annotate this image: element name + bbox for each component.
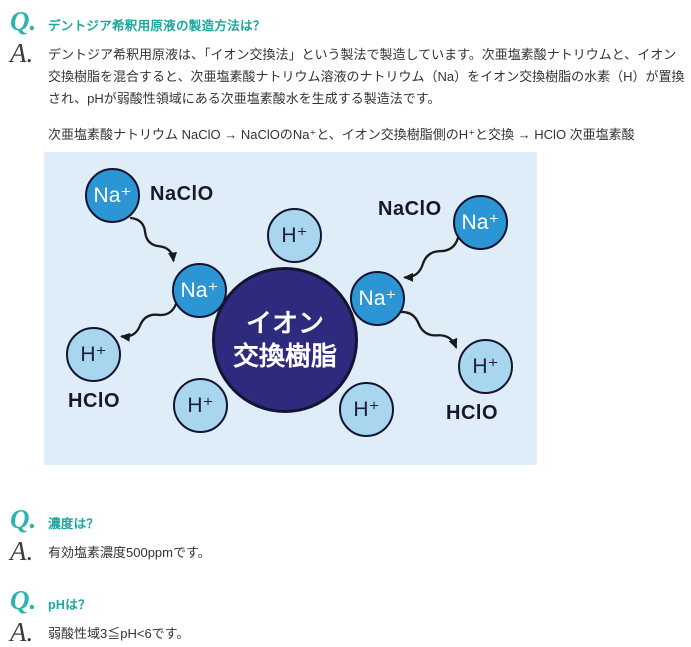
wavy-arrow-bottom-right-icon [398, 310, 458, 349]
formula-text: 次亜塩素酸ナトリウム NaClO → NaClOのNa⁺と、イオン交換樹脂側のH… [48, 127, 635, 142]
faq-item-ph: Q. pHは？ A. 弱酸性域3≦pH<6です。 [10, 585, 691, 647]
na-ion-circle-top-left: Na⁺ [85, 168, 140, 223]
a-marker: A. [10, 38, 34, 68]
answer-content: 有効塩素濃度500ppmです。 [48, 538, 688, 564]
answer-row: A. デントジア希釈用原液は、「イオン交換法」という製法で製造しています。次亜塩… [10, 40, 691, 465]
answer-content: デントジア希釈用原液は、「イオン交換法」という製法で製造しています。次亜塩素酸ナ… [44, 40, 688, 465]
faq-item-concentration: Q. 濃度は？ A. 有効塩素濃度500ppmです。 [10, 504, 691, 566]
answer-text: デントジア希釈用原液は、「イオン交換法」という製法で製造しています。次亜塩素酸ナ… [48, 47, 685, 106]
answer-text: 弱酸性域3≦pH<6です。 [48, 626, 190, 641]
answer-text: 有効塩素濃度500ppmです。 [48, 545, 211, 560]
naclo-label-right: NaClO [378, 198, 442, 220]
naclo-label-left: NaClO [150, 183, 214, 205]
na-ion-circle-mid-right: Na⁺ [350, 271, 405, 326]
wavy-arrow-top-right-icon [403, 236, 460, 282]
answer-row: A. 有効塩素濃度500ppmです。 [10, 536, 691, 566]
q-marker: Q. [10, 6, 37, 36]
question-row: Q. pHは？ [10, 585, 691, 615]
a-marker: A. [10, 617, 34, 647]
h-ion-circle-bottom-center-left: H⁺ [173, 378, 228, 433]
h-ion-circle-top: H⁺ [267, 208, 322, 263]
wavy-arrows-layer [120, 216, 460, 349]
h-ion-circle-bottom-right: H⁺ [458, 339, 513, 394]
ion-exchange-resin-circle: イオン 交換樹脂 [212, 267, 358, 413]
hclo-label-right: HClO [446, 402, 498, 424]
answer-content: 弱酸性域3≦pH<6です。 [48, 619, 688, 645]
a-marker: A. [10, 536, 34, 566]
resin-label-line1: イオン [245, 308, 324, 338]
hclo-label-left: HClO [68, 390, 120, 412]
q-marker: Q. [10, 504, 37, 534]
wavy-arrow-bottom-left-icon [120, 302, 178, 342]
q-marker: Q. [10, 585, 37, 615]
answer-row: A. 弱酸性域3≦pH<6です。 [10, 617, 691, 647]
wavy-arrow-top-left-icon [129, 216, 178, 263]
na-ion-circle-top-right: Na⁺ [453, 195, 508, 250]
question-text: 濃度は？ [48, 517, 100, 531]
ion-exchange-diagram: イオン 交換樹脂 Na⁺ Na⁺ Na⁺ Na⁺ H⁺ H⁺ H⁺ H⁺ H⁺ … [44, 152, 537, 465]
question-row: Q. デントジア希釈用原液の製造方法は？ [10, 6, 691, 36]
question-text: pHは？ [48, 598, 91, 612]
question-text: デントジア希釈用原液の製造方法は？ [48, 19, 266, 33]
question-row: Q. 濃度は？ [10, 504, 691, 534]
h-ion-circle-bottom-left: H⁺ [66, 327, 121, 382]
resin-label-line2: 交換樹脂 [232, 341, 337, 371]
faq-item-manufacturing: Q. デントジア希釈用原液の製造方法は？ A. デントジア希釈用原液は、「イオン… [10, 8, 691, 465]
na-ion-circle-mid-left: Na⁺ [172, 263, 227, 318]
h-ion-circle-bottom-center-right: H⁺ [339, 382, 394, 437]
